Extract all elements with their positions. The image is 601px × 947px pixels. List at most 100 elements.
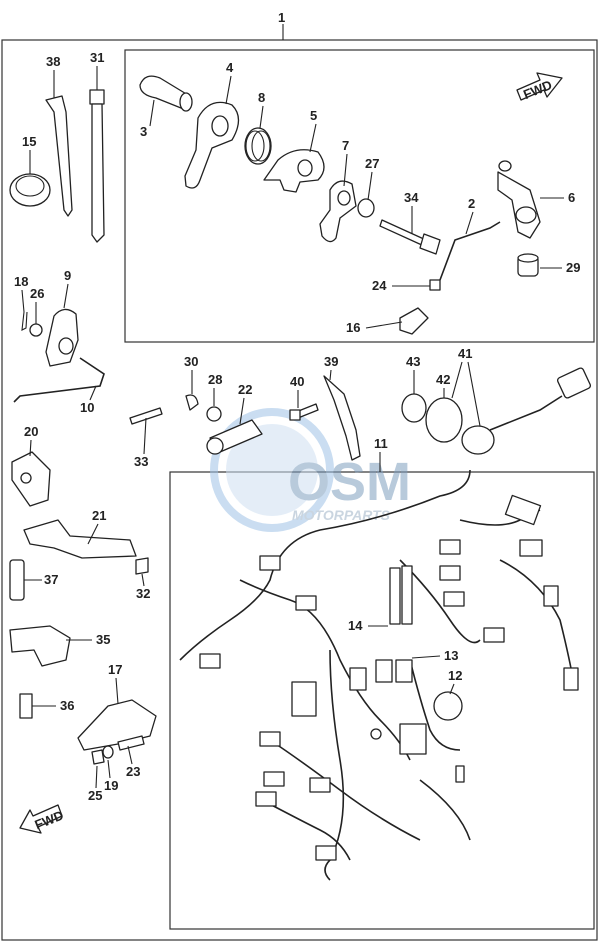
connector-w <box>399 723 427 755</box>
callout-40: 40 <box>290 374 304 389</box>
part-43-seal <box>401 393 427 423</box>
callout-42: 42 <box>436 372 450 387</box>
callout-41: 41 <box>458 346 472 361</box>
part-39-bracket <box>323 375 361 461</box>
callout-20: 20 <box>24 424 38 439</box>
callout-29: 29 <box>566 260 580 275</box>
callout-9: 9 <box>64 268 71 283</box>
callout-11: 11 <box>374 436 388 451</box>
connector-b <box>295 595 317 611</box>
part-32-bolt <box>135 557 149 575</box>
part-17-bracket <box>77 699 157 751</box>
callout-21: 21 <box>92 508 106 523</box>
part-24-nut <box>429 279 441 291</box>
part-31-cable-tie <box>89 89 105 243</box>
part-16-cap <box>399 307 429 335</box>
part-2-rod <box>439 221 501 281</box>
callout-39: 39 <box>324 354 338 369</box>
callout-1: 1 <box>278 10 285 25</box>
connector-o <box>483 627 505 643</box>
part-18-pin <box>21 311 28 331</box>
connector-k <box>439 565 461 581</box>
callout-27: 27 <box>365 156 379 171</box>
part-33-bolt <box>129 407 163 425</box>
watermark-sub: MOTORPARTS <box>292 507 391 523</box>
part-15-grommet <box>9 173 51 207</box>
part-7-lever <box>319 180 357 243</box>
part-19-washer <box>102 745 114 759</box>
connector-p <box>543 585 559 607</box>
watermark-globe-icon <box>210 408 334 532</box>
callout-10: 10 <box>80 400 94 415</box>
connector-j <box>439 539 461 555</box>
callout-22: 22 <box>238 382 252 397</box>
part-34-bolt <box>379 219 441 255</box>
connector-l <box>443 591 465 607</box>
connector-r <box>389 567 401 625</box>
relay-12 <box>433 691 463 721</box>
ring-terminal <box>370 728 382 740</box>
part-11-wiring-harness <box>179 469 579 881</box>
callout-30: 30 <box>184 354 198 369</box>
part-36-bolt <box>19 693 33 719</box>
callout-18: 18 <box>14 274 28 289</box>
part-37-spacer <box>9 559 25 601</box>
callout-15: 15 <box>22 134 36 149</box>
part-26-washer <box>29 323 43 337</box>
part-5-cam <box>263 149 325 193</box>
callout-16: 16 <box>346 320 360 335</box>
part-25-nut <box>91 749 105 765</box>
outer-frame <box>1 39 598 941</box>
part-9-lever <box>45 308 79 367</box>
connector-a <box>259 555 281 571</box>
callout-12: 12 <box>448 668 462 683</box>
fwd-arrow-bottom-icon: FWD <box>19 804 66 834</box>
part-6-bracket <box>497 160 541 239</box>
connector-t <box>349 667 367 691</box>
connector-s <box>401 565 413 625</box>
callout-24: 24 <box>372 278 387 293</box>
connector-i <box>315 845 337 861</box>
fwd-arrow-top-icon: FWD <box>516 72 563 102</box>
callout-8: 8 <box>258 90 265 105</box>
callout-33: 33 <box>134 454 148 469</box>
callout-34: 34 <box>404 190 419 205</box>
callout-31: 31 <box>90 50 104 65</box>
connector-e <box>259 731 281 747</box>
callout-32: 32 <box>136 586 150 601</box>
callout-4: 4 <box>226 60 234 75</box>
harness-subframe <box>169 471 595 930</box>
part-27-washer <box>357 198 375 218</box>
callout-17: 17 <box>108 662 122 677</box>
callout-28: 28 <box>208 372 222 387</box>
callout-38: 38 <box>46 54 60 69</box>
part-41-connector-cable <box>461 367 592 455</box>
fwd-arrow-bottom-label: FWD <box>33 807 66 832</box>
callout-2: 2 <box>468 196 475 211</box>
part-21-plate <box>23 519 137 559</box>
part-8-spring <box>244 127 272 165</box>
part-40-bolt <box>289 403 319 421</box>
part-30-clip <box>185 394 199 411</box>
callout-19: 19 <box>104 778 118 793</box>
part-22-grommet <box>206 419 263 455</box>
callout-35: 35 <box>96 632 110 647</box>
part-38-cable-tie <box>45 95 73 217</box>
callout-43: 43 <box>406 354 420 369</box>
fuse-terminal <box>455 765 465 783</box>
part-23-bolt <box>117 735 145 751</box>
part-35-bracket <box>9 625 71 667</box>
callout-25: 25 <box>88 788 102 803</box>
callout-14: 14 <box>348 618 363 633</box>
callout-26: 26 <box>30 286 44 301</box>
watermark: OSM MOTORPARTS <box>210 408 411 532</box>
part-42-o-ring <box>425 397 463 443</box>
callout-13: 13 <box>444 648 458 663</box>
part-10-rod <box>13 357 105 403</box>
connector-m <box>519 539 543 557</box>
callout-23: 23 <box>126 764 140 779</box>
callout-3: 3 <box>140 124 147 139</box>
connector-g <box>255 791 277 807</box>
callout-5: 5 <box>310 108 317 123</box>
